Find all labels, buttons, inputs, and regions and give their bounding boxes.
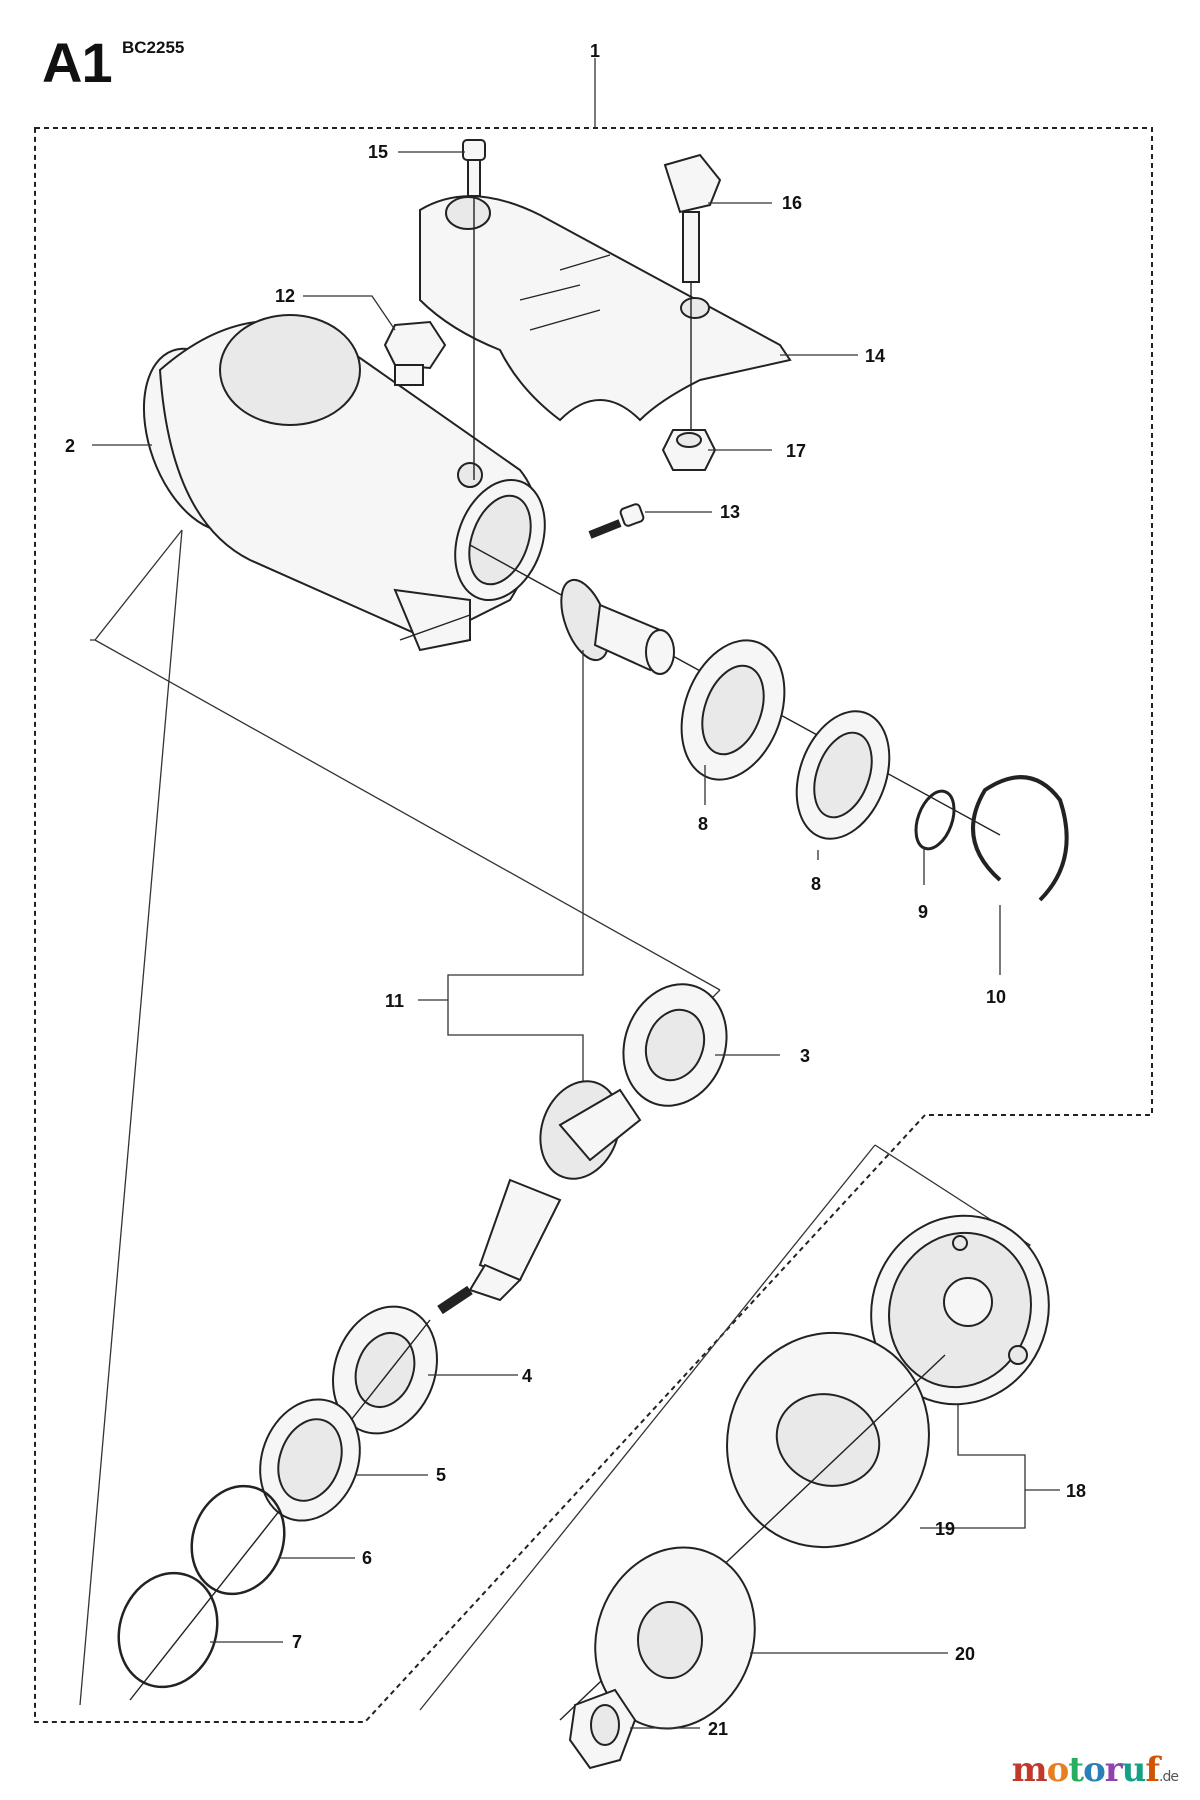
callout-17: 17 [786, 441, 806, 461]
bevel-gear-shaft [437, 1080, 642, 1315]
watermark-letter: o [1083, 1750, 1106, 1790]
callout-8a: 8 [698, 814, 708, 834]
watermark-letter: f [1145, 1750, 1160, 1790]
callout-13: 13 [720, 502, 740, 522]
circlip-7 [117, 1571, 219, 1689]
callout-9: 9 [918, 902, 928, 922]
callout-21: 21 [708, 1719, 728, 1739]
watermark-letter: u [1121, 1750, 1147, 1790]
model-number: BC2255 [122, 38, 185, 57]
pinion-gear [560, 578, 675, 675]
screw-15 [462, 139, 486, 480]
watermark-letter: t [1068, 1750, 1084, 1790]
callout-1: 1 [590, 41, 600, 61]
callout-5: 5 [436, 1465, 446, 1485]
gear-housing [142, 314, 546, 652]
bearing-3 [622, 983, 728, 1107]
callout-16: 16 [782, 193, 802, 213]
callout-20: 20 [955, 1644, 975, 1664]
bearing-4 [332, 1305, 438, 1435]
washer-6 [190, 1484, 286, 1596]
drive-disc [870, 1214, 1050, 1406]
nut-21 [568, 1688, 637, 1770]
callout-7: 7 [292, 1632, 302, 1652]
callout-2: 2 [65, 436, 75, 456]
callout-3: 3 [800, 1046, 810, 1066]
seal-5 [259, 1398, 361, 1522]
watermark: motoruf.de [1011, 1750, 1179, 1790]
callout-6: 6 [362, 1548, 372, 1568]
watermark-letter: r [1104, 1750, 1123, 1790]
callout-12: 12 [275, 286, 295, 306]
callout-14: 14 [865, 346, 885, 366]
callout-8b: 8 [811, 874, 821, 894]
watermark-letter: m [1011, 1750, 1048, 1790]
callout-11: 11 [385, 991, 404, 1011]
callout-18: 18 [1066, 1481, 1086, 1501]
callout-4: 4 [522, 1366, 532, 1386]
assembly-boundary [34, 127, 1153, 1723]
watermark-suffix: .de [1159, 1769, 1179, 1785]
nut-17 [661, 429, 717, 471]
support-cup [726, 1331, 930, 1549]
section-code: A1 [42, 31, 113, 94]
clamp [419, 195, 792, 422]
callout-15: 15 [368, 142, 388, 162]
screw-13 [588, 503, 645, 539]
callout-19: 19 [935, 1519, 955, 1539]
plug-12 [383, 320, 447, 386]
watermark-brand: motoruf [1011, 1750, 1160, 1790]
bolt-16 [663, 153, 722, 430]
bearing-8a [680, 639, 786, 781]
callout-10: 10 [986, 987, 1006, 1007]
ring-9 [914, 789, 956, 851]
flange-20 [594, 1546, 756, 1730]
circlip-10 [971, 775, 1069, 902]
bearing-8b [795, 710, 891, 840]
watermark-letter: o [1046, 1750, 1070, 1790]
